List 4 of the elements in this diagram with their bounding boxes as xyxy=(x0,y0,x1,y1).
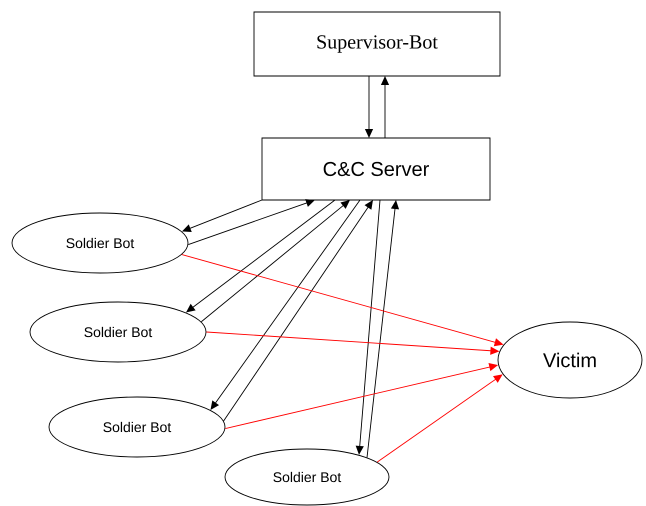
process-box: Supervisor-Bot xyxy=(254,12,500,76)
arrow xyxy=(200,200,350,322)
process-box: C&C Server xyxy=(262,138,490,200)
arrow xyxy=(223,200,373,422)
